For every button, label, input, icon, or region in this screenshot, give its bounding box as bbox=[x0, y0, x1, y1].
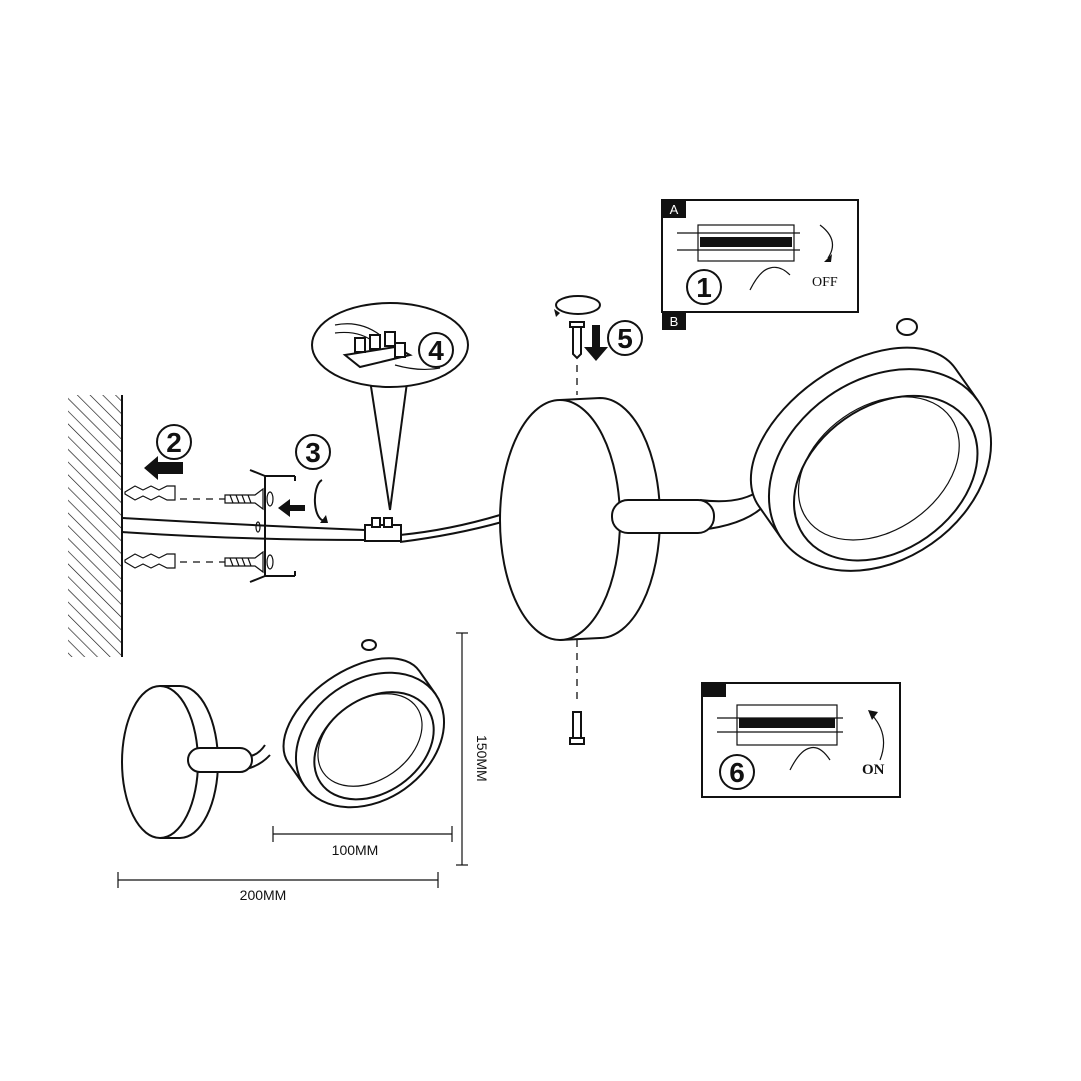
arrow-left-icon bbox=[144, 456, 183, 480]
dimension-width: 200MM bbox=[117, 872, 439, 903]
hand-icon bbox=[789, 746, 831, 771]
svg-text:B: B bbox=[670, 314, 679, 329]
svg-text:2: 2 bbox=[166, 427, 182, 458]
svg-text:6: 6 bbox=[729, 757, 745, 788]
step-3-screw-fixing: 3 bbox=[278, 434, 331, 523]
wall-plugs bbox=[124, 485, 264, 574]
power-cable bbox=[121, 514, 503, 543]
lamp-head bbox=[749, 346, 993, 572]
svg-text:OFF: OFF bbox=[812, 275, 838, 290]
svg-text:150MM: 150MM bbox=[474, 735, 490, 782]
breaker-strip-icon bbox=[677, 224, 800, 262]
step-5-fix-screw: 5 bbox=[554, 295, 643, 745]
svg-text:ON: ON bbox=[862, 762, 885, 778]
svg-text:100MM: 100MM bbox=[332, 842, 379, 858]
breaker-panel-on: 6 ON bbox=[701, 682, 901, 798]
hand-icon bbox=[749, 266, 791, 291]
svg-text:A: A bbox=[670, 202, 679, 217]
rotate-icon bbox=[555, 295, 601, 315]
breaker-strip-icon bbox=[717, 704, 843, 746]
svg-text:200MM: 200MM bbox=[240, 887, 287, 903]
rotate-up-icon bbox=[871, 714, 885, 761]
terminal-block bbox=[364, 359, 411, 542]
svg-text:1: 1 bbox=[696, 272, 712, 303]
rotate-down-icon bbox=[819, 224, 834, 259]
arrow-left-icon bbox=[278, 499, 305, 517]
dimension-depth: 100MM bbox=[272, 826, 453, 858]
rotate-icon bbox=[313, 479, 327, 522]
dimension-height: 150MM bbox=[456, 632, 490, 866]
svg-text:4: 4 bbox=[428, 335, 444, 366]
breaker-panel-off: A B 1 OFF bbox=[661, 199, 859, 330]
step-2-drill-arrow: 2 bbox=[144, 424, 192, 480]
step-4-wiring-detail: 4 bbox=[311, 302, 469, 388]
lamp-arm bbox=[611, 489, 766, 534]
wall bbox=[68, 395, 123, 657]
assembled-lamp-view bbox=[121, 639, 446, 839]
lamp-base-disc bbox=[499, 396, 661, 641]
svg-text:3: 3 bbox=[305, 437, 321, 468]
arrow-down-icon bbox=[584, 325, 608, 361]
lamp-knob bbox=[896, 318, 918, 336]
svg-text:5: 5 bbox=[617, 323, 633, 354]
